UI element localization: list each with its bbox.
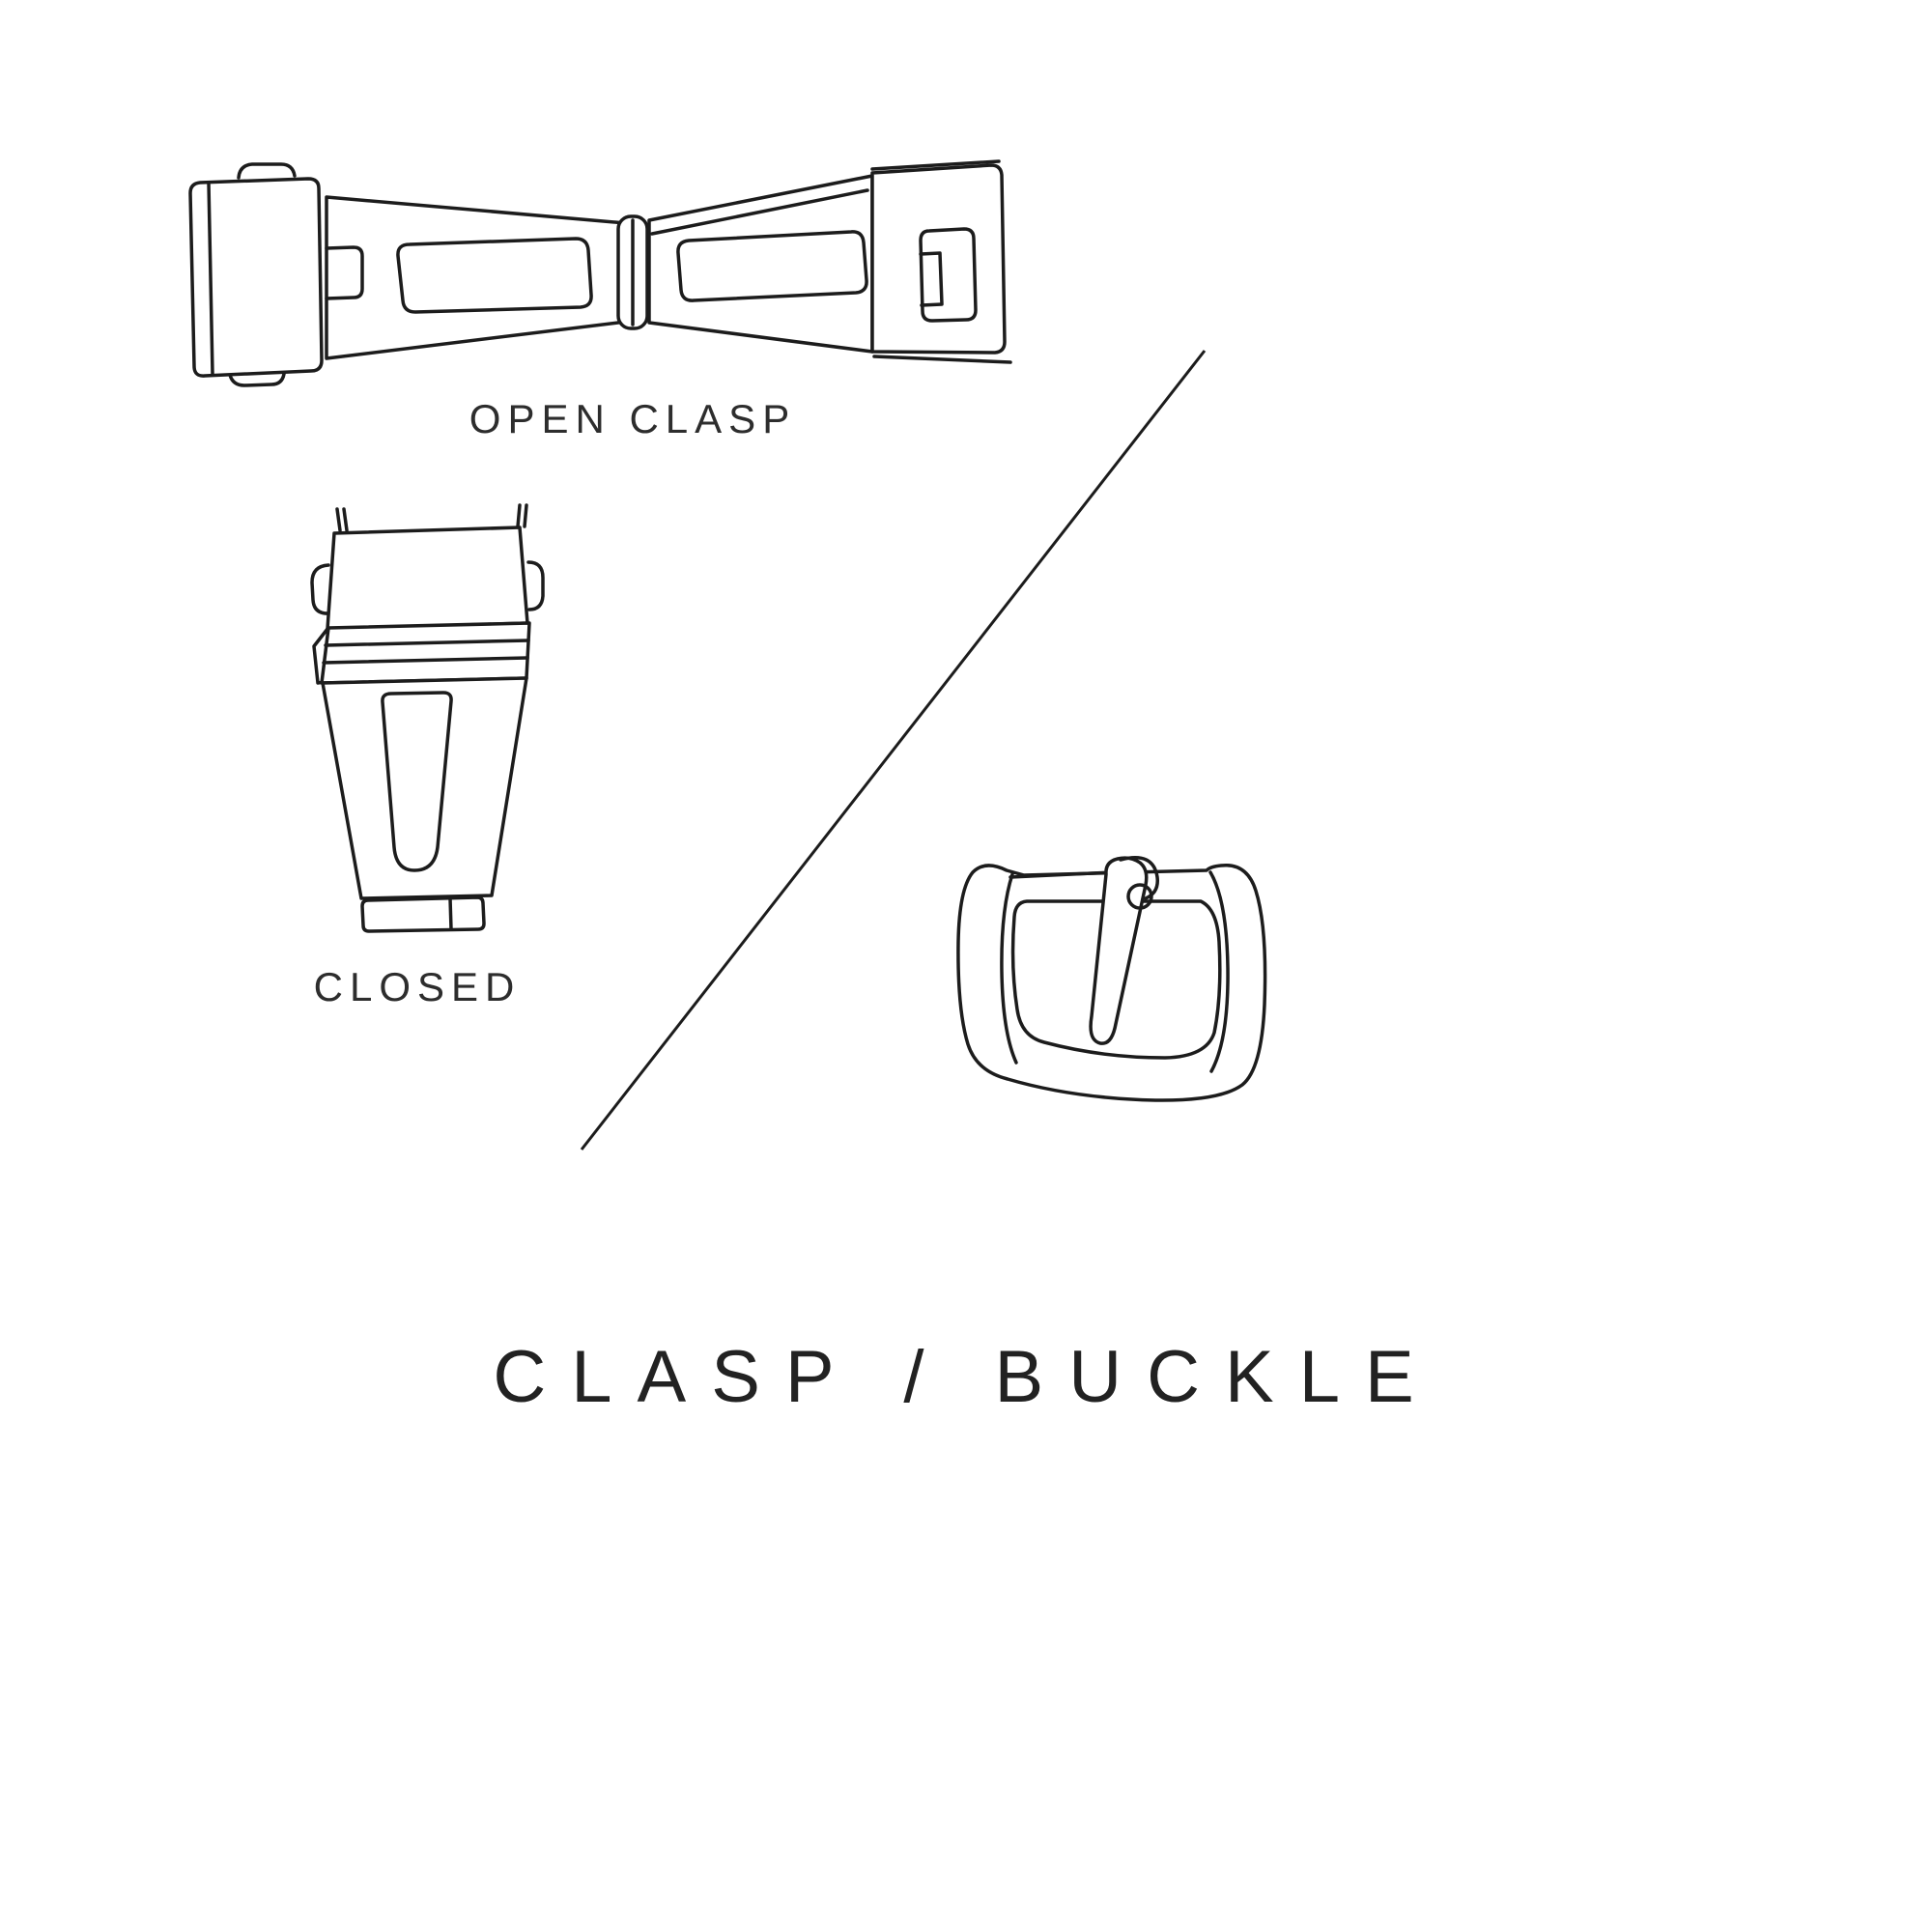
closed-clasp-label: CLOSED <box>313 964 522 1009</box>
closed-clasp-illustration <box>310 503 545 933</box>
page-title: CLASP / BUCKLE <box>493 1336 1439 1418</box>
buckle-illustration <box>956 856 1267 1102</box>
diagonal-divider-line <box>580 350 1207 1151</box>
open-clasp-illustration <box>188 159 1012 387</box>
open-clasp-label: OPEN CLASP <box>469 396 797 441</box>
